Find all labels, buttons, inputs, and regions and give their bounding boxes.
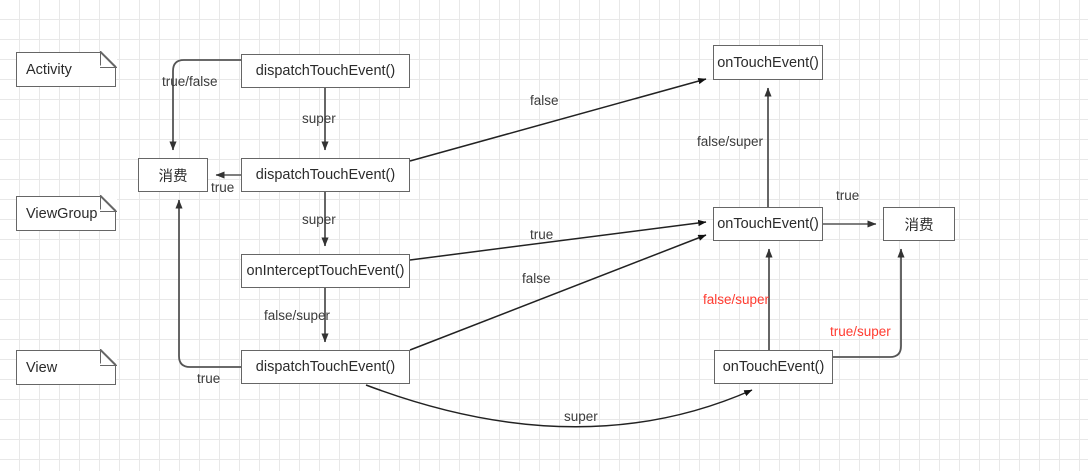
note-viewgroup-label: ViewGroup [26,205,98,222]
node-view-ontouch[interactable]: onTouchEvent() [714,350,833,384]
note-activity: Activity [16,49,117,87]
node-label: 消费 [904,217,934,234]
edge-label-true-consume-right: true [836,188,860,203]
node-view-dispatch[interactable]: dispatchTouchEvent() [241,350,410,384]
edge-label-true-super-red: true/super [830,324,891,339]
edge-label-true-view: true [197,371,221,386]
node-label: dispatchTouchEvent() [255,359,396,375]
node-label: onInterceptTouchEvent() [246,263,405,279]
edge-viewgroup-dispatch-to-activity-ontouch [409,77,707,162]
edge-intercept-to-viewgroup-ontouch [409,219,707,261]
note-fold-icon [98,347,117,367]
edge-label-super-viewgroup: super [302,212,336,227]
node-label: onTouchEvent() [717,54,819,71]
node-label: onTouchEvent() [717,216,819,232]
edge-label-super-bottom: super [564,409,598,424]
node-label: dispatchTouchEvent() [255,167,396,183]
note-fold-icon [98,193,117,213]
node-viewgroup-ontouch[interactable]: onTouchEvent() [713,207,823,241]
edge-label-false-super-right: false/super [697,134,764,149]
edge-view-dispatch-to-view-ontouch [365,384,753,428]
note-activity-label: Activity [26,61,72,78]
note-viewgroup: ViewGroup [16,193,117,231]
node-activity-consume[interactable]: 消费 [138,158,208,192]
edge-view-dispatch-to-viewgroup-ontouch [409,234,707,351]
note-fold-icon [98,49,117,69]
node-activity-dispatch[interactable]: dispatchTouchEvent() [241,54,410,88]
edge-label-true-false: true/false [162,74,218,89]
node-viewgroup-consume[interactable]: 消费 [883,207,955,241]
node-viewgroup-dispatch[interactable]: dispatchTouchEvent() [241,158,410,192]
edge-view-ontouch-to-viewgroup-consume [833,248,905,358]
edge-label-false-view-dispatch: false [522,271,551,286]
edge-label-true-consume-viewgroup: true [211,180,235,195]
edge-label-false-super-view: false/super [264,308,331,323]
node-viewgroup-intercept[interactable]: onInterceptTouchEvent() [241,254,410,288]
note-view: View [16,347,117,385]
node-label: dispatchTouchEvent() [255,63,396,79]
edge-label-false-super-red: false/super [703,292,770,307]
edge-view-dispatch-to-consume [175,199,241,368]
node-activity-ontouch[interactable]: onTouchEvent() [713,45,823,80]
edge-label-false-top: false [530,93,559,108]
edge-label-super-activity: super [302,111,336,126]
edge-label-true-intercept: true [530,227,554,242]
node-label: onTouchEvent() [722,359,825,375]
node-label: 消费 [158,168,188,185]
note-view-label: View [26,359,58,376]
